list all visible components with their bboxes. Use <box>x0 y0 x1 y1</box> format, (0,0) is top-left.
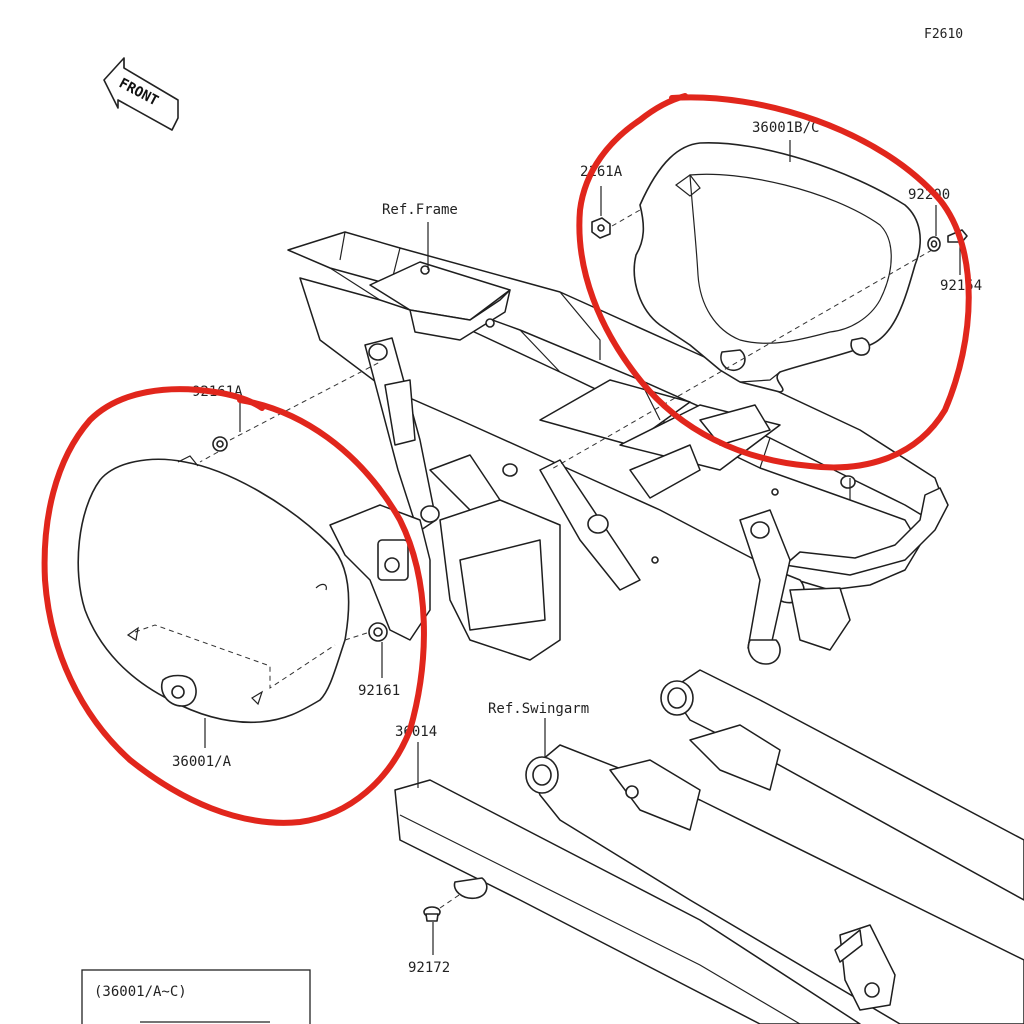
grommet-92161-icon <box>368 622 388 678</box>
legend-box: (36001/A~C) <box>81 969 311 1024</box>
label-36014: 36014 <box>395 724 437 740</box>
label-92161: 92161 <box>358 683 400 699</box>
label-92154: 92154 <box>940 278 982 294</box>
label-ref-swingarm: Ref.Swingarm <box>488 701 589 717</box>
fastener-2161a-right-icon <box>591 186 641 239</box>
chain-cover-36014 <box>394 742 861 1024</box>
highlight-circle-left <box>41 386 427 826</box>
fastener-92161a-left-icon <box>199 361 381 463</box>
swingarm-assembly <box>525 669 1024 1024</box>
label-92172: 92172 <box>408 960 450 976</box>
side-cover-right <box>633 140 921 393</box>
axis-line-right <box>549 249 933 471</box>
figure-code: F2610 <box>924 27 963 42</box>
front-arrow-icon: FRONT <box>103 57 179 131</box>
axis-line-left <box>344 631 371 641</box>
side-cover-left <box>77 455 350 748</box>
label-ref-frame: Ref.Frame <box>382 202 458 218</box>
legend-title: (36001/A~C) <box>94 984 187 1000</box>
bolt-92172-icon <box>423 892 463 955</box>
highlight-circle-right <box>576 93 972 471</box>
grommet-92200-icon <box>927 205 941 252</box>
label-36001a: 36001/A <box>172 754 232 770</box>
label-36001bc: 36001B/C <box>752 120 819 136</box>
